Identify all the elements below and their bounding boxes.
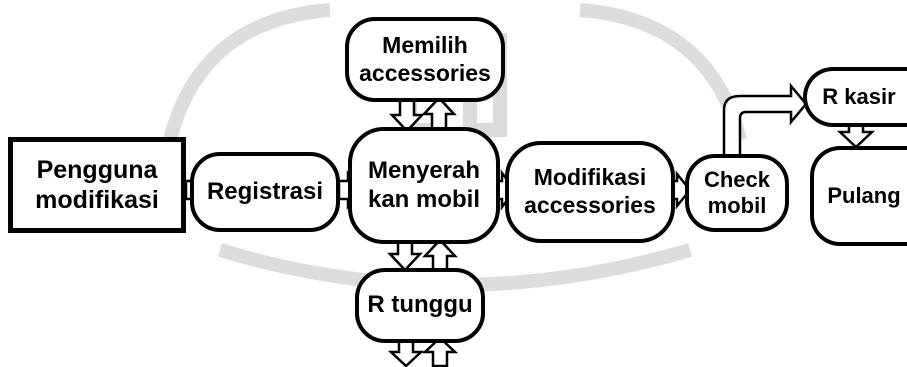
node-label: Registrasi [206, 177, 324, 205]
node-memilih-accessories: Memilih accessories [345, 17, 505, 102]
connector-arrow-down [389, 98, 425, 133]
node-modifikasi-accessories: Modifikasi accessories [505, 141, 675, 243]
connector-arrow-up [422, 238, 458, 272]
connectors [184, 82, 876, 367]
node-pengguna-modifikasi: Pengguna modifikasi [8, 137, 186, 233]
node-label: Modifikasi accessories [524, 164, 656, 218]
watermark-arc [163, 3, 331, 142]
node-label: R tunggu [367, 291, 473, 319]
node-label: R kasir [822, 83, 896, 109]
node-registrasi: Registrasi [190, 152, 340, 232]
connector-arrow-down [387, 238, 423, 272]
connector-bent-arrow [722, 82, 808, 161]
node-menyerahkan-mobil: Menyerah kan mobil [348, 127, 500, 244]
connector-arrow-up [421, 336, 459, 367]
node-label: Menyerah kan mobil [367, 156, 481, 213]
node-r-kasir: R kasir [803, 67, 907, 127]
node-label: Check mobil [703, 166, 771, 218]
node-r-tunggu: R tunggu [355, 268, 485, 343]
node-label: Pengguna modifikasi [35, 156, 159, 214]
node-pulang: Pulang [810, 146, 907, 246]
watermark-arc-right [579, 3, 747, 142]
connector-arrow-down [387, 338, 425, 367]
node-label: Pulang [827, 182, 901, 208]
node-label: Memilih accessories [359, 31, 491, 86]
node-check-mobil: Check mobil [685, 154, 789, 232]
